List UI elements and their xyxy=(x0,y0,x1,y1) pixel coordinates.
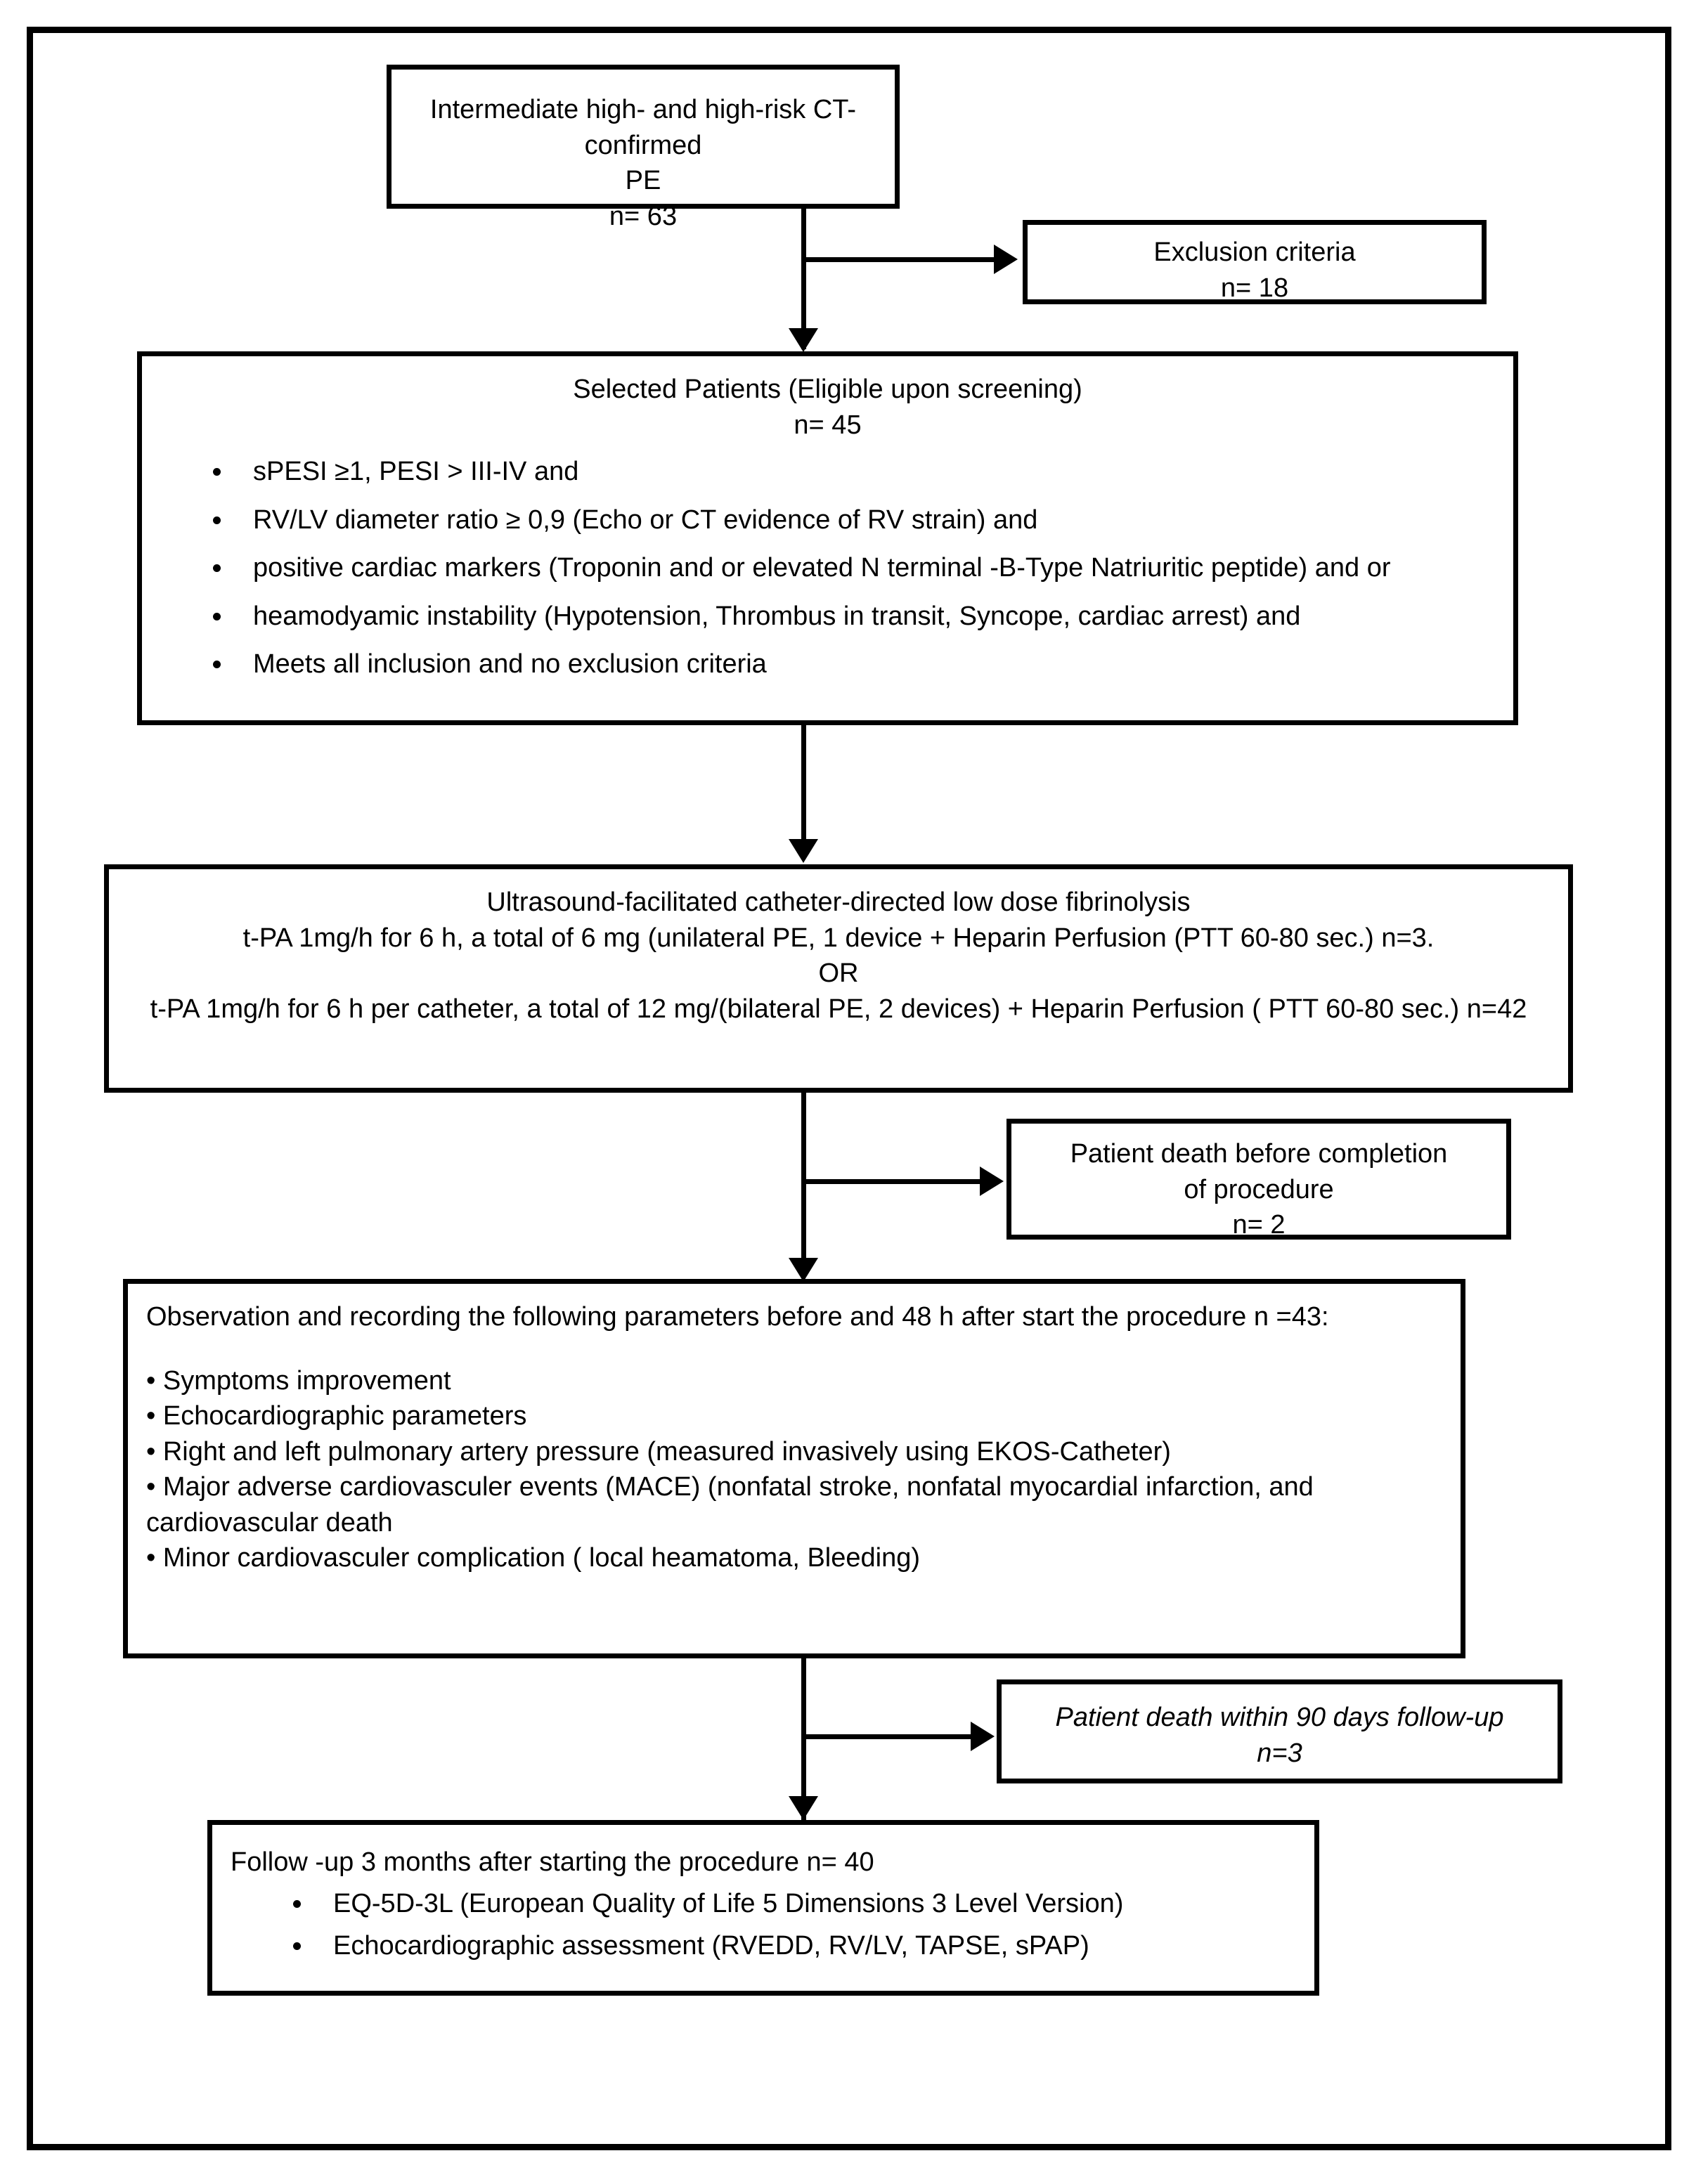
list-item: sPESI ≥1, PESI > III-IV and xyxy=(233,454,1501,490)
connector-selected-to-fibrinolysis xyxy=(801,725,806,839)
selected-line-1: Selected Patients (Eligible upon screeni… xyxy=(573,375,1082,404)
connector-enrollment-to-selected xyxy=(801,209,806,349)
fibrinolysis-line-4: t-PA 1mg/h for 6 h per catheter, a total… xyxy=(150,994,1527,1024)
connector-observation-to-followup xyxy=(801,1658,806,1820)
enrollment-line-2: PE xyxy=(625,166,661,196)
death-90days-line-1: Patient death within 90 days follow-up xyxy=(1055,1703,1504,1732)
arrowhead-to-observation xyxy=(789,1258,818,1282)
arrowhead-to-fibrinolysis xyxy=(789,839,818,863)
arrowhead-to-death-90days xyxy=(971,1722,995,1751)
connector-to-death-90days xyxy=(801,1734,973,1739)
enrollment-line-3: n= 63 xyxy=(609,201,678,231)
list-item: Echocardiographic assessment (RVEDD, RV/… xyxy=(313,1928,1302,1964)
connector-to-exclusion xyxy=(801,257,997,262)
list-item: • Right and left pulmonary artery pressu… xyxy=(146,1436,1171,1467)
fibrinolysis-line-3: OR xyxy=(818,958,859,989)
list-item: heamodyamic instability (Hypotension, Th… xyxy=(233,599,1501,635)
death-before-line-2: of procedure xyxy=(1184,1174,1334,1204)
connector-to-death-before-completion xyxy=(801,1179,983,1184)
list-item: positive cardiac markers (Troponin and o… xyxy=(233,550,1501,586)
selected-line-2: n= 45 xyxy=(794,410,862,440)
arrowhead-to-selected xyxy=(789,328,818,352)
box-fibrinolysis-protocol: Ultrasound-facilitated catheter-directed… xyxy=(104,864,1573,1093)
fibrinolysis-line-2: t-PA 1mg/h for 6 h, a total of 6 mg (uni… xyxy=(242,923,1435,953)
arrowhead-to-followup xyxy=(789,1796,818,1820)
list-item: Meets all inclusion and no exclusion cri… xyxy=(233,646,1501,682)
fibrinolysis-line-1: Ultrasound-facilitated catheter-directed… xyxy=(486,888,1191,917)
followup-heading: Follow -up 3 months after starting the p… xyxy=(231,1847,874,1877)
box-death-90days-followup: Patient death within 90 days follow-up n… xyxy=(997,1679,1562,1783)
death-before-line-3: n= 2 xyxy=(1232,1210,1286,1240)
box-exclusion-criteria: Exclusion criteria n= 18 xyxy=(1023,220,1487,304)
enrollment-line-1: Intermediate high- and high-risk CT-conf… xyxy=(429,95,857,160)
death-before-line-1: Patient death before completion xyxy=(1070,1139,1448,1169)
box-death-before-completion: Patient death before completion of proce… xyxy=(1006,1119,1511,1240)
list-item: • Symptoms improvement xyxy=(146,1365,451,1396)
exclusion-line-2: n= 18 xyxy=(1220,273,1289,303)
followup-assessment-list: EQ-5D-3L (European Quality of Life 5 Dim… xyxy=(231,1886,1302,1964)
box-followup-3-months: Follow -up 3 months after starting the p… xyxy=(207,1820,1319,1996)
death-90days-line-2: n=3 xyxy=(1257,1738,1302,1768)
arrowhead-to-death-before-completion xyxy=(980,1166,1004,1196)
arrowhead-to-exclusion xyxy=(994,245,1018,274)
observation-spacer xyxy=(146,1335,1448,1363)
box-selected-patients: Selected Patients (Eligible upon screeni… xyxy=(137,351,1518,725)
box-enrollment: Intermediate high- and high-risk CT-conf… xyxy=(387,65,900,231)
selected-criteria-list: sPESI ≥1, PESI > III-IV and RV/LV diamet… xyxy=(155,454,1501,682)
box-observation-parameters: Observation and recording the following … xyxy=(123,1279,1465,1658)
list-item: • Minor cardiovasculer complication ( lo… xyxy=(146,1543,921,1573)
list-item: • Echocardiographic parameters xyxy=(146,1401,527,1431)
observation-heading: Observation and recording the following … xyxy=(146,1302,1329,1332)
list-item: RV/LV diameter ratio ≥ 0,9 (Echo or CT e… xyxy=(233,502,1501,538)
list-item: • Major adverse cardiovasculer events (M… xyxy=(146,1472,1314,1538)
exclusion-line-1: Exclusion criteria xyxy=(1153,238,1356,267)
list-item: EQ-5D-3L (European Quality of Life 5 Dim… xyxy=(313,1886,1302,1922)
